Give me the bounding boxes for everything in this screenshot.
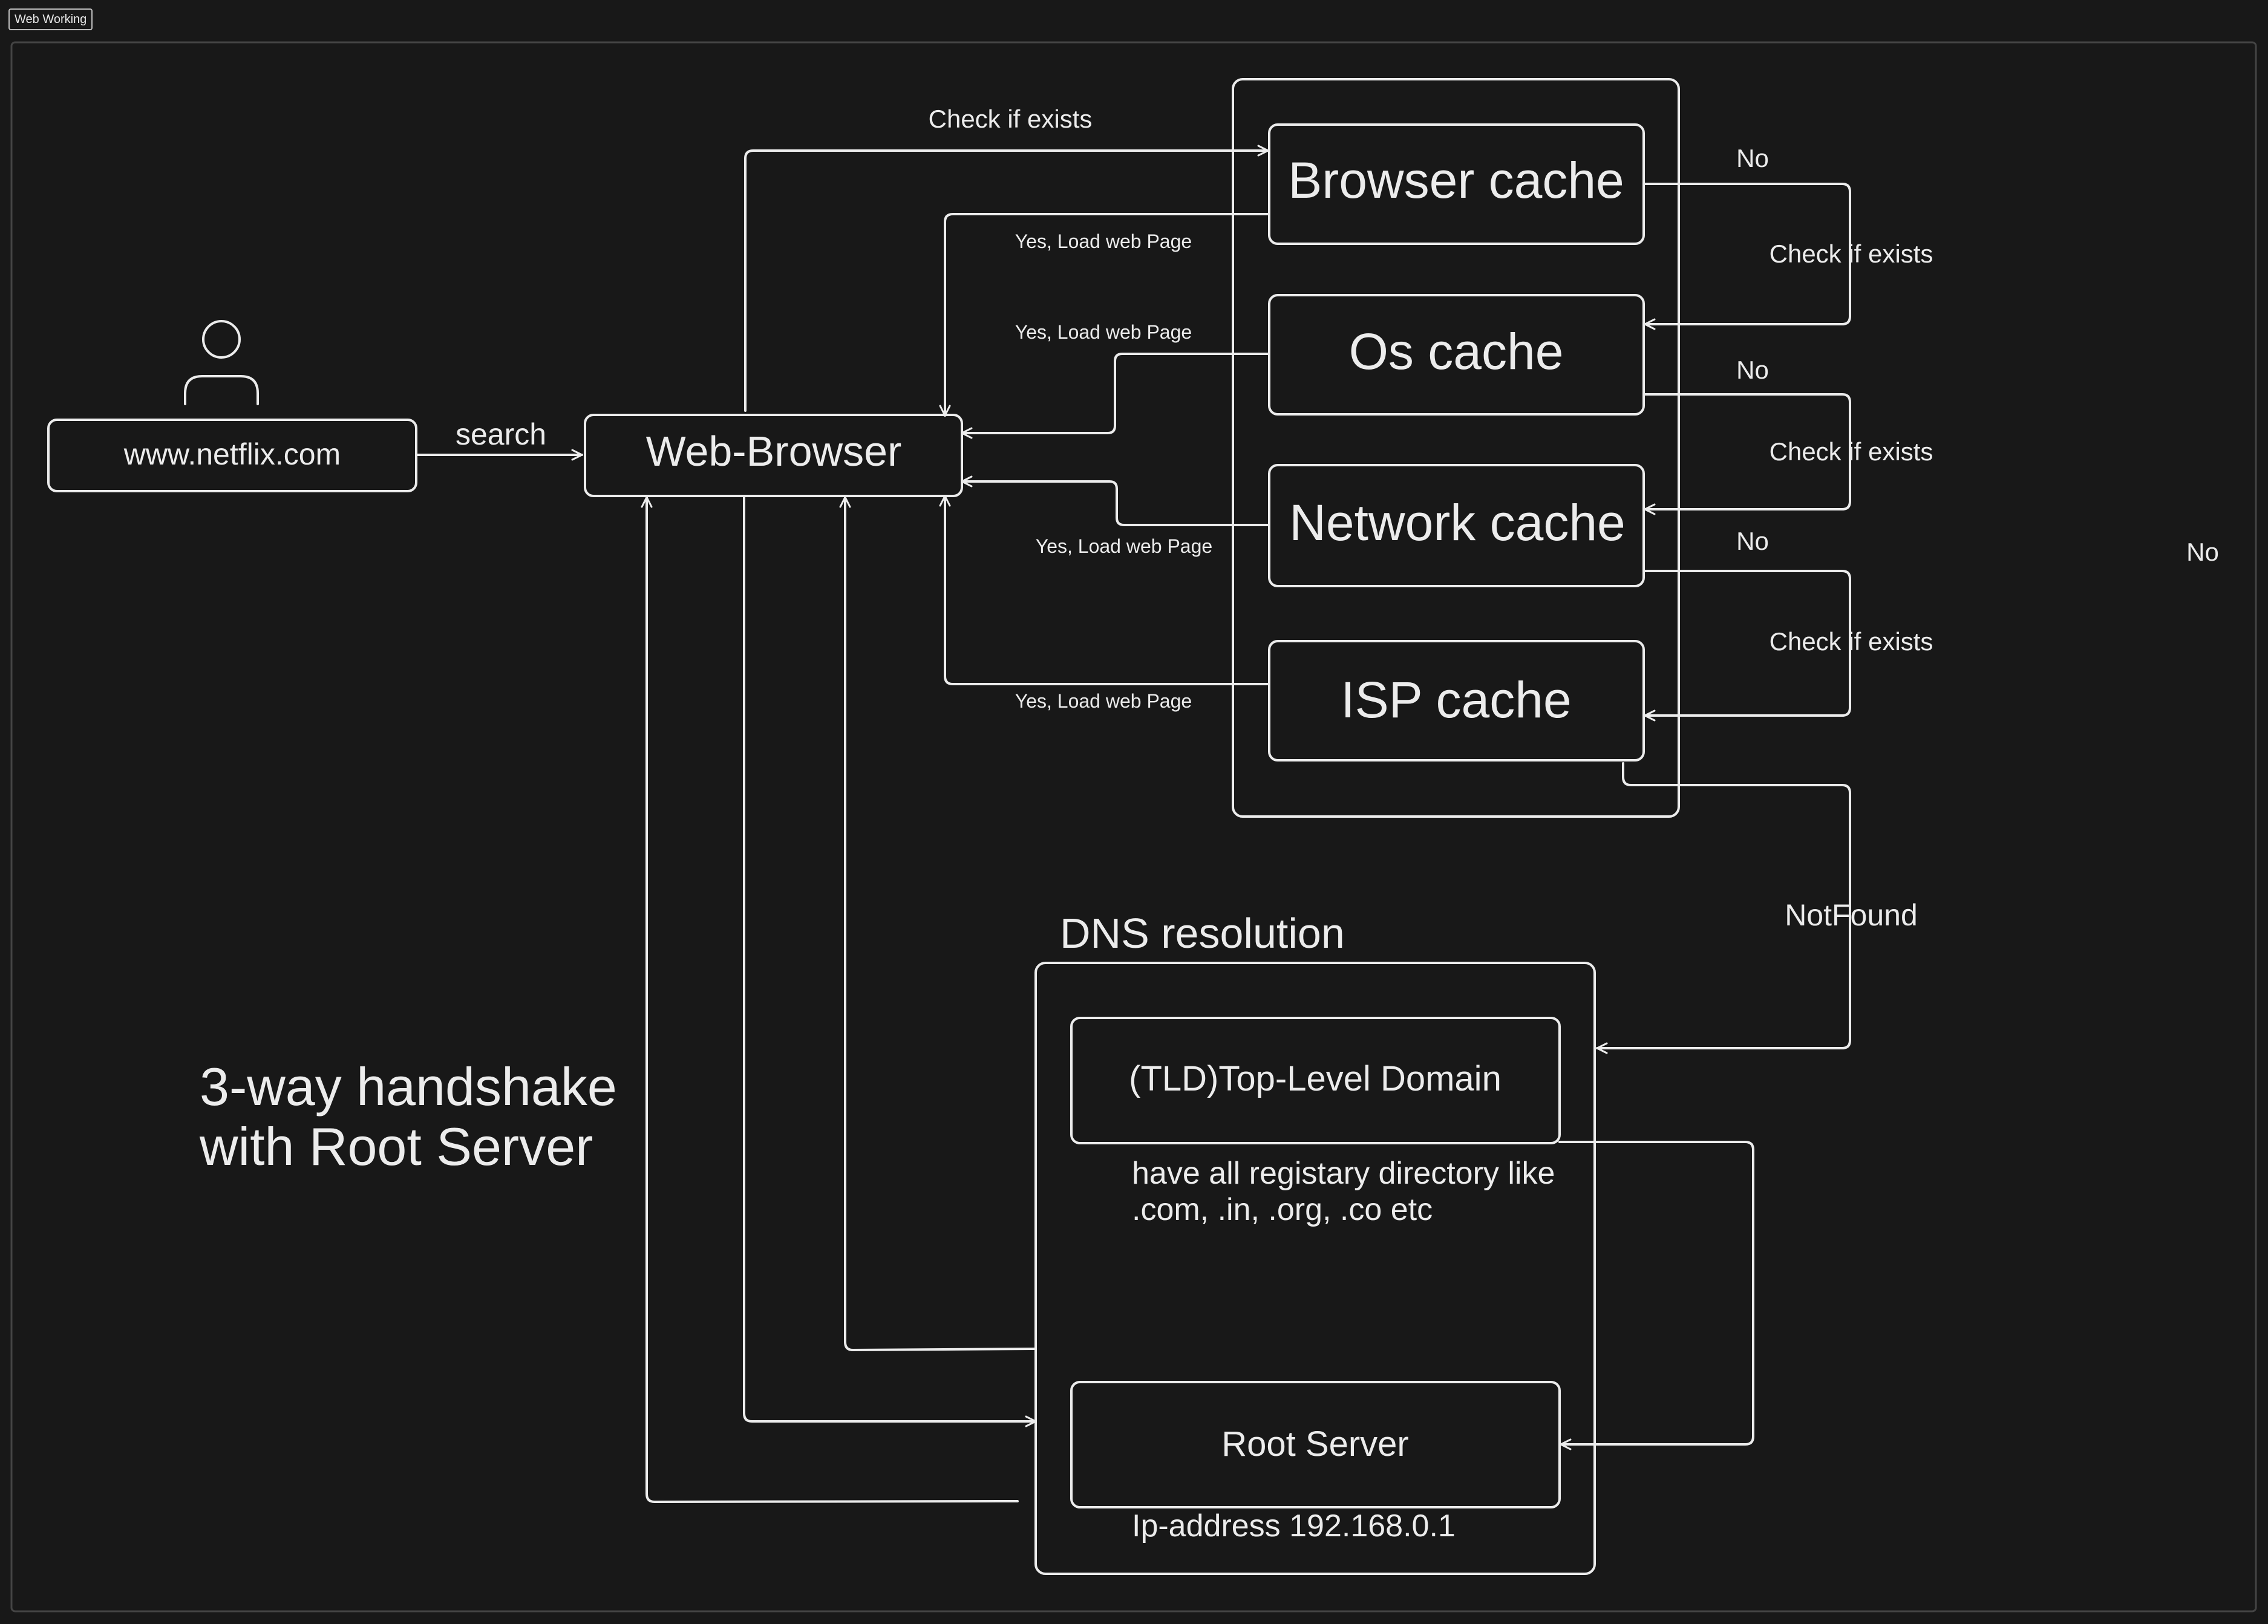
yes-isp-arrow bbox=[939, 495, 1270, 685]
web-browser-text: Web-Browser bbox=[646, 428, 902, 475]
no-label-2: No bbox=[1736, 356, 1769, 384]
check-exists-label-1: Check if exists bbox=[1770, 240, 1933, 268]
user-icon bbox=[184, 320, 259, 405]
no-loop-3 bbox=[1642, 570, 1851, 722]
tld-box[interactable] bbox=[1070, 1017, 1561, 1144]
handshake-line-1: 3-way handshake bbox=[200, 1057, 617, 1117]
isp-cache-box[interactable] bbox=[1268, 640, 1645, 761]
tld-note-line-2: .com, .in, .org, .co etc bbox=[1132, 1192, 1433, 1227]
browser-to-root-arrow bbox=[743, 495, 1037, 1427]
check-exists-label: Check if exists bbox=[929, 105, 1093, 133]
isp-cache-text: ISP cache bbox=[1341, 671, 1571, 728]
not-found-label: NotFound bbox=[1785, 898, 1918, 932]
ip-address-label: Ip-address 192.168.0.1 bbox=[1132, 1508, 1456, 1544]
dns-title: DNS resolution bbox=[1060, 910, 1345, 957]
handshake-line-2: with Root Server bbox=[199, 1117, 593, 1176]
tab-web-working[interactable]: Web Working bbox=[8, 8, 93, 30]
tld-text: (TLD)Top-Level Domain bbox=[1129, 1059, 1502, 1098]
browser-cache-text: Browser cache bbox=[1288, 152, 1624, 209]
root-server-text: Root Server bbox=[1221, 1424, 1408, 1464]
no-loop-2 bbox=[1642, 393, 1851, 515]
tld-note-line-1: have all registary directory like bbox=[1132, 1156, 1555, 1191]
search-label: search bbox=[456, 417, 546, 451]
yes-os-label: Yes, Load web Page bbox=[1015, 321, 1192, 343]
no-label-3: No bbox=[1736, 527, 1769, 555]
no-label-1: No bbox=[1736, 144, 1769, 172]
os-cache-text: Os cache bbox=[1349, 323, 1564, 380]
not-found-arrow bbox=[1596, 762, 1851, 1054]
yes-os-arrow bbox=[961, 353, 1270, 439]
ip-to-browser-arrow bbox=[641, 496, 1019, 1503]
yes-browser-arrow bbox=[939, 213, 1270, 417]
tld-root-arrow bbox=[1558, 1141, 1754, 1450]
root-server-box[interactable] bbox=[1070, 1381, 1561, 1508]
cache-container bbox=[1232, 78, 1680, 818]
yes-network-label: Yes, Load web Page bbox=[1036, 535, 1212, 557]
yes-browser-label: Yes, Load web Page bbox=[1015, 230, 1192, 252]
no-loop-1 bbox=[1642, 183, 1851, 330]
dns-container bbox=[1034, 962, 1596, 1575]
url-text: www.netflix.com bbox=[123, 437, 341, 471]
network-cache-text: Network cache bbox=[1289, 494, 1626, 551]
check-exists-label-2: Check if exists bbox=[1770, 437, 1933, 466]
web-browser-box[interactable] bbox=[584, 414, 963, 497]
yes-network-arrow bbox=[961, 475, 1270, 526]
check-exists-arrow bbox=[744, 145, 1269, 412]
yes-isp-label: Yes, Load web Page bbox=[1015, 690, 1192, 712]
no-label-far: No bbox=[2186, 538, 2219, 566]
check-exists-label-3: Check if exists bbox=[1770, 627, 1933, 656]
dns-to-browser-arrow bbox=[839, 496, 1037, 1351]
outer-frame bbox=[10, 41, 2257, 1613]
